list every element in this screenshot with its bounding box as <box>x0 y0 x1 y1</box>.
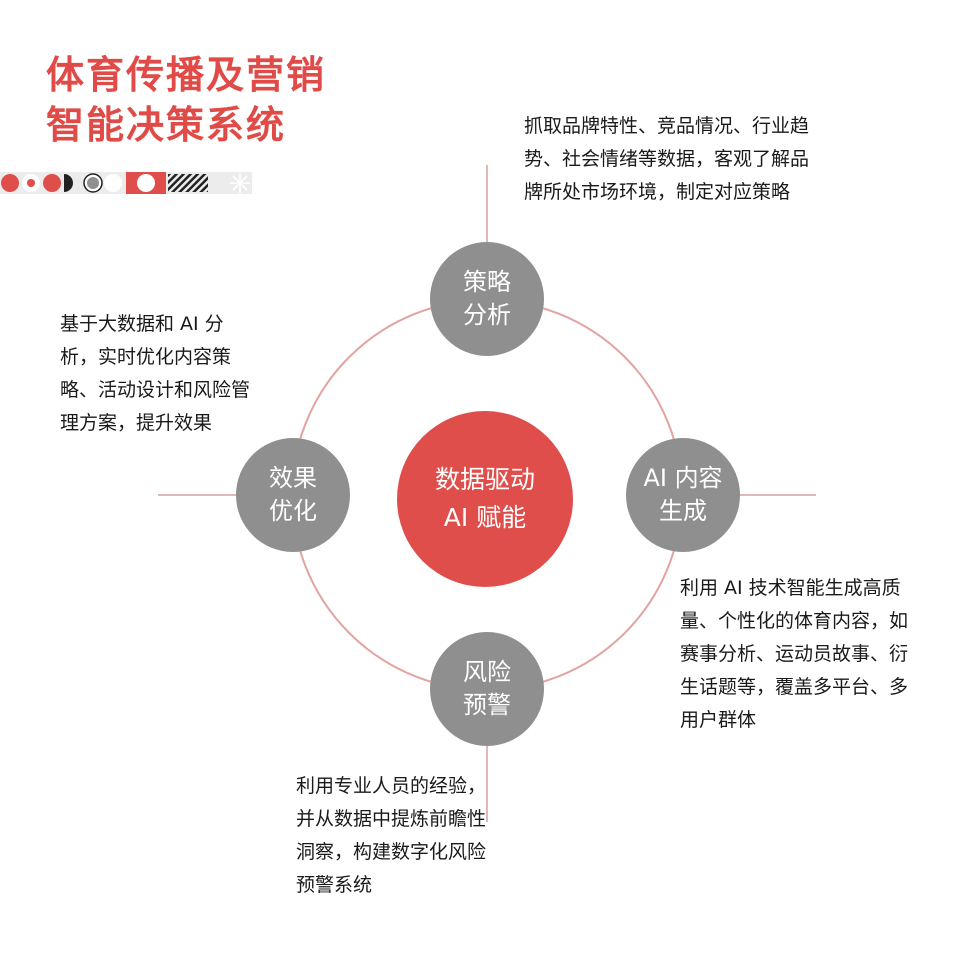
node-label-line-2: 生成 <box>659 497 707 525</box>
title-line-2: 智能决策系统 <box>46 103 287 147</box>
center-node-line-1: 数据驱动 <box>434 465 535 494</box>
node-risk-warning: 风险 预警 <box>430 632 544 746</box>
node-ai-content-generation: AI 内容 生成 <box>626 438 740 552</box>
description-strategy-analysis: 抓取品牌特性、竞品情况、行业趋势、社会情绪等数据，客观了解品牌所处市场环境，制定… <box>524 115 810 203</box>
node-label-line-2: 分析 <box>463 301 511 329</box>
center-node: 数据驱动 AI 赋能 <box>397 411 573 587</box>
center-node-line-2: AI 赋能 <box>443 503 527 532</box>
node-label-line-2: 预警 <box>463 691 511 719</box>
title-line-1: 体育传播及营销 <box>46 53 327 97</box>
node-label-line-1: 风险 <box>463 658 511 686</box>
description-effect-optimization: 基于大数据和 AI 分析，实时优化内容策略、活动设计和风险管理方案，提升效果 <box>60 313 251 434</box>
node-strategy-analysis: 策略 分析 <box>430 242 544 356</box>
page-title: 体育传播及营销 智能决策系统 <box>46 50 326 150</box>
description-ai-content-generation: 利用 AI 技术智能生成高质量、个性化的体育内容，如赛事分析、运动员故事、衍生话… <box>680 577 909 731</box>
node-label-line-1: 效果 <box>269 464 317 492</box>
node-effect-optimization: 效果 优化 <box>236 438 350 552</box>
node-label-line-1: AI 内容 <box>643 464 723 492</box>
node-label-line-1: 策略 <box>463 268 511 296</box>
decorative-pattern-strip <box>0 172 252 194</box>
description-risk-warning: 利用专业人员的经验，并从数据中提炼前瞻性洞察，构建数字化风险预警系统 <box>296 775 487 896</box>
node-label-line-2: 优化 <box>269 497 317 525</box>
